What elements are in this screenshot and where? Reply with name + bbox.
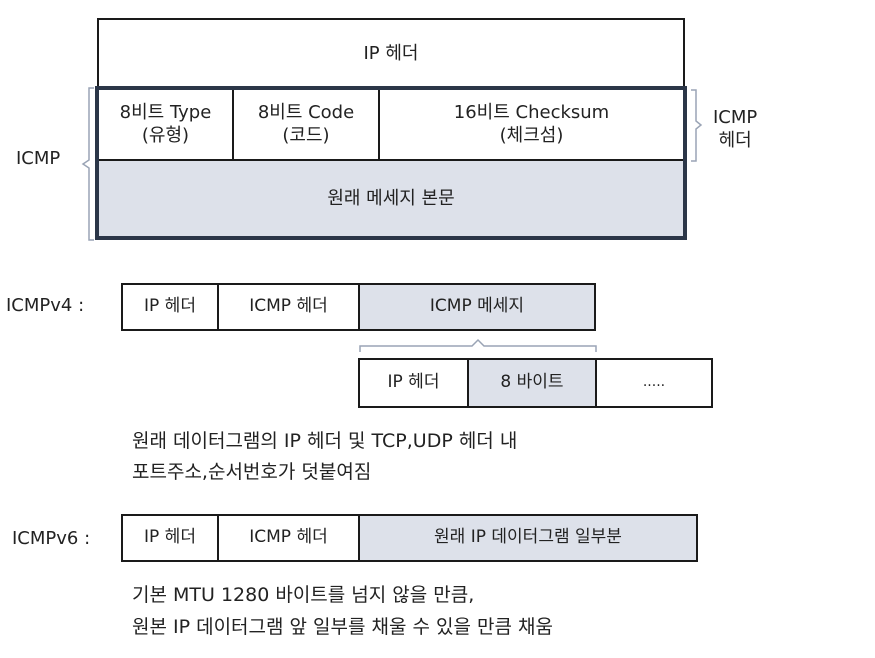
icmpv4-icmp-header-cell: ICMP 헤더 [217,283,358,331]
icmpv6-icmp-header-cell: ICMP 헤더 [217,514,358,562]
type-line1: 8비트 Type [119,102,212,123]
icmpv6-note-line1: 기본 MTU 1280 바이트를 넘지 않을 만큼, [132,584,475,606]
icmp-header-label: ICMP 헤더 [713,106,757,153]
icmpv6-ip-header-text: IP 헤더 [144,527,196,548]
icmpv4-sub-ip-header-text: IP 헤더 [387,372,440,393]
icmpv4-note-line2: 포트주소,순서번호가 덧붙여짐 [132,461,372,483]
icmpv4-sub-rest-text: ..... [642,374,666,391]
icmpv6-label: ICMPv6 : [12,528,91,549]
icmpv4-sub-8byte-cell: 8 바이트 [467,358,595,408]
icmpv6-original-partial-text: 원래 IP 데이터그램 일부분 [434,527,622,548]
icmp-header-label-line1: ICMP [713,107,758,128]
icmpv4-sub-rest-cell: ..... [595,358,713,408]
original-message-body: 원래 메세지 본문 [97,161,685,237]
icmpv4-icmp-message-text: ICMP 메세지 [429,296,525,317]
icmp-header-right-brace [691,89,703,162]
ip-header-cell: IP 헤더 [97,18,685,88]
type-line2: (유형) [141,124,190,146]
icmp-frame [95,86,687,240]
icmpv4-note-line1: 원래 데이터그램의 IP 헤더 및 TCP,UDP 헤더 내 [132,430,518,452]
icmpv6-original-partial-cell: 원래 IP 데이터그램 일부분 [358,514,698,562]
icmp-header-label-line2: 헤더 [718,130,752,152]
icmpv6-ip-header-cell: IP 헤더 [121,514,217,562]
icmp-label: ICMP [16,148,61,169]
icmpv4-sub-8byte-text: 8 바이트 [500,372,564,393]
icmpv4-message-brace [359,338,597,352]
checksum-line1: 16비트 Checksum [453,102,610,123]
original-body-text: 원래 메세지 본문 [327,187,455,209]
icmpv4-label: ICMPv4 : [6,295,85,316]
icmpv4-icmp-header-text: ICMP 헤더 [249,296,328,317]
ip-header-text: IP 헤더 [363,42,419,64]
icmpv4-ip-header-text: IP 헤더 [144,296,196,317]
icmp-left-brace [81,87,94,241]
icmpv4-ip-header-cell: IP 헤더 [121,283,217,331]
icmpv6-icmp-header-text: ICMP 헤더 [249,527,328,548]
checksum-line2: (체크섬) [499,124,564,146]
icmpv4-icmp-message-cell: ICMP 메세지 [358,283,596,331]
code-line1: 8비트 Code [257,102,355,123]
icmpv6-note-line2: 원본 IP 데이터그램 앞 일부를 채울 수 있을 만큼 채움 [132,616,554,638]
icmpv4-sub-ip-header-cell: IP 헤더 [358,358,467,408]
code-line2: (코드) [282,124,330,146]
